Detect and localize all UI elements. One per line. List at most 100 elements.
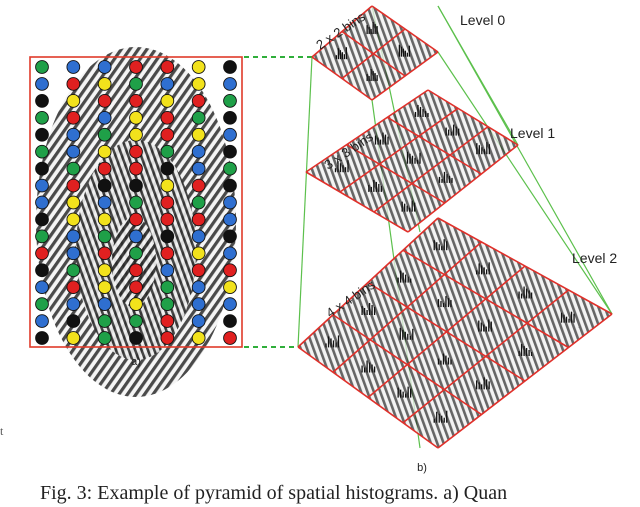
sample-point <box>97 263 112 278</box>
bin-histogram <box>397 386 412 398</box>
sample-point <box>129 314 143 328</box>
bin-histogram <box>398 44 411 57</box>
bin-histogram <box>437 296 452 308</box>
bin-histogram <box>366 69 378 82</box>
bin-line <box>402 289 570 424</box>
bin-histogram <box>401 200 416 212</box>
sample-point <box>191 161 206 176</box>
sample-point <box>191 127 206 142</box>
sample-point <box>35 263 49 278</box>
panel-a-label: a) <box>131 356 141 368</box>
level-1: Level 1 3 x 3 bins <box>305 89 555 233</box>
sample-point <box>97 280 112 295</box>
bin-histogram <box>361 303 376 316</box>
sample-point <box>191 60 206 74</box>
sample-point <box>223 246 237 261</box>
sample-point <box>35 60 49 74</box>
sample-point <box>191 263 206 278</box>
sample-point <box>129 246 143 261</box>
bin-histogram <box>433 410 448 423</box>
sample-point <box>160 229 175 244</box>
sample-point <box>97 94 112 108</box>
sample-point <box>66 331 81 345</box>
sample-point <box>191 212 206 227</box>
figure-caption: Fig. 3: Example of pyramid of spatial hi… <box>40 482 508 504</box>
sample-point <box>66 94 81 108</box>
sample-point <box>129 178 143 193</box>
sample-point <box>66 263 81 278</box>
bin-line <box>305 171 409 233</box>
sample-point <box>97 246 112 261</box>
sample-point <box>129 60 143 74</box>
level-2-name: Level 2 <box>572 250 617 266</box>
sample-point <box>223 178 237 193</box>
sample-point <box>191 77 206 91</box>
sample-point <box>160 127 175 142</box>
sample-point <box>191 195 206 210</box>
sample-point <box>66 246 81 261</box>
bin-histogram <box>445 124 460 136</box>
sample-point <box>97 195 112 210</box>
sample-point <box>223 77 237 91</box>
sample-point <box>223 314 237 328</box>
sample-point <box>66 314 81 328</box>
bin-line <box>386 116 482 175</box>
bin-line <box>367 265 526 399</box>
sample-point <box>97 110 112 125</box>
bin-line <box>371 5 439 53</box>
sample-point <box>97 127 112 142</box>
sample-point <box>129 212 143 227</box>
sample-point <box>191 144 206 159</box>
sample-point <box>160 297 175 311</box>
panel-a-frame <box>29 56 243 348</box>
bin-histogram <box>399 327 414 340</box>
bin-line <box>339 107 459 193</box>
sample-point <box>160 195 175 210</box>
sample-point <box>191 280 206 295</box>
sample-point <box>223 195 237 210</box>
sample-point <box>35 161 49 176</box>
sample-point <box>35 229 49 244</box>
sample-point <box>191 110 206 125</box>
bin-histogram <box>518 286 533 299</box>
bin-line <box>437 217 613 315</box>
panel-b-label: b) <box>417 462 427 474</box>
sample-point <box>129 161 143 176</box>
sample-point <box>223 212 237 227</box>
sample-point <box>35 246 49 261</box>
level-0-grid <box>311 5 439 101</box>
sample-point <box>35 297 49 311</box>
sample-point <box>35 178 49 193</box>
sample-point <box>97 314 112 328</box>
sample-point <box>160 280 175 295</box>
sample-point <box>66 110 81 125</box>
bin-histogram <box>406 151 421 164</box>
bin-line <box>305 89 429 173</box>
sample-point <box>160 161 175 176</box>
sample-point <box>129 195 143 210</box>
sample-point <box>35 110 49 125</box>
sample-point <box>97 229 112 244</box>
panel-a: a) <box>29 47 243 397</box>
sample-point <box>160 94 175 108</box>
sample-point <box>223 229 237 244</box>
sample-point <box>191 297 206 311</box>
level-2: Level 2 4 x 4 bins <box>297 217 617 449</box>
side-mark: t <box>0 424 4 438</box>
bin-histogram <box>518 344 533 357</box>
bin-histogram <box>325 335 340 348</box>
sample-point <box>66 127 81 142</box>
sample-point <box>66 161 81 176</box>
bin-line <box>407 144 519 233</box>
sample-point <box>129 331 143 345</box>
sample-point <box>160 144 175 159</box>
bin-histogram <box>334 160 349 173</box>
level-1-grid <box>305 89 519 233</box>
bin-histogram <box>478 319 492 332</box>
sample-point <box>223 331 237 345</box>
bin-line <box>341 28 406 80</box>
bin-line <box>437 313 613 449</box>
sample-point <box>223 144 237 159</box>
sample-point <box>35 94 49 108</box>
sample-point <box>35 195 49 210</box>
